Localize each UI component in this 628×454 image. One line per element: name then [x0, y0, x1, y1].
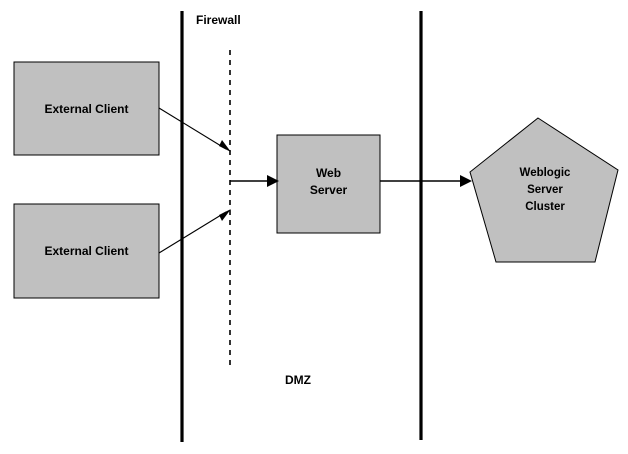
connector-web-server-to-cluster	[380, 175, 472, 187]
weblogic-server-cluster-shape	[469, 117, 619, 263]
external-client-top-box	[13, 61, 160, 156]
web-server-label-line1: Web	[316, 166, 341, 180]
weblogic-cluster-label-line3: Cluster	[525, 201, 565, 213]
weblogic-cluster-label-line1: Weblogic	[520, 167, 572, 179]
web-server-label-line2: Server	[310, 183, 348, 197]
connector-client-top-to-dmz	[158, 107, 231, 152]
weblogic-cluster-label-line2: Server	[527, 184, 563, 196]
web-server-box	[276, 134, 381, 234]
external-client-bottom-box	[13, 203, 160, 299]
connector-dmz-to-web-server	[230, 175, 279, 187]
external-client-bottom-label: External Client	[44, 244, 128, 258]
connector-client-bottom-to-dmz	[158, 209, 231, 254]
external-client-top-label: External Client	[44, 102, 128, 116]
firewall-label: Firewall	[196, 13, 241, 27]
dmz-label: DMZ	[285, 373, 311, 387]
